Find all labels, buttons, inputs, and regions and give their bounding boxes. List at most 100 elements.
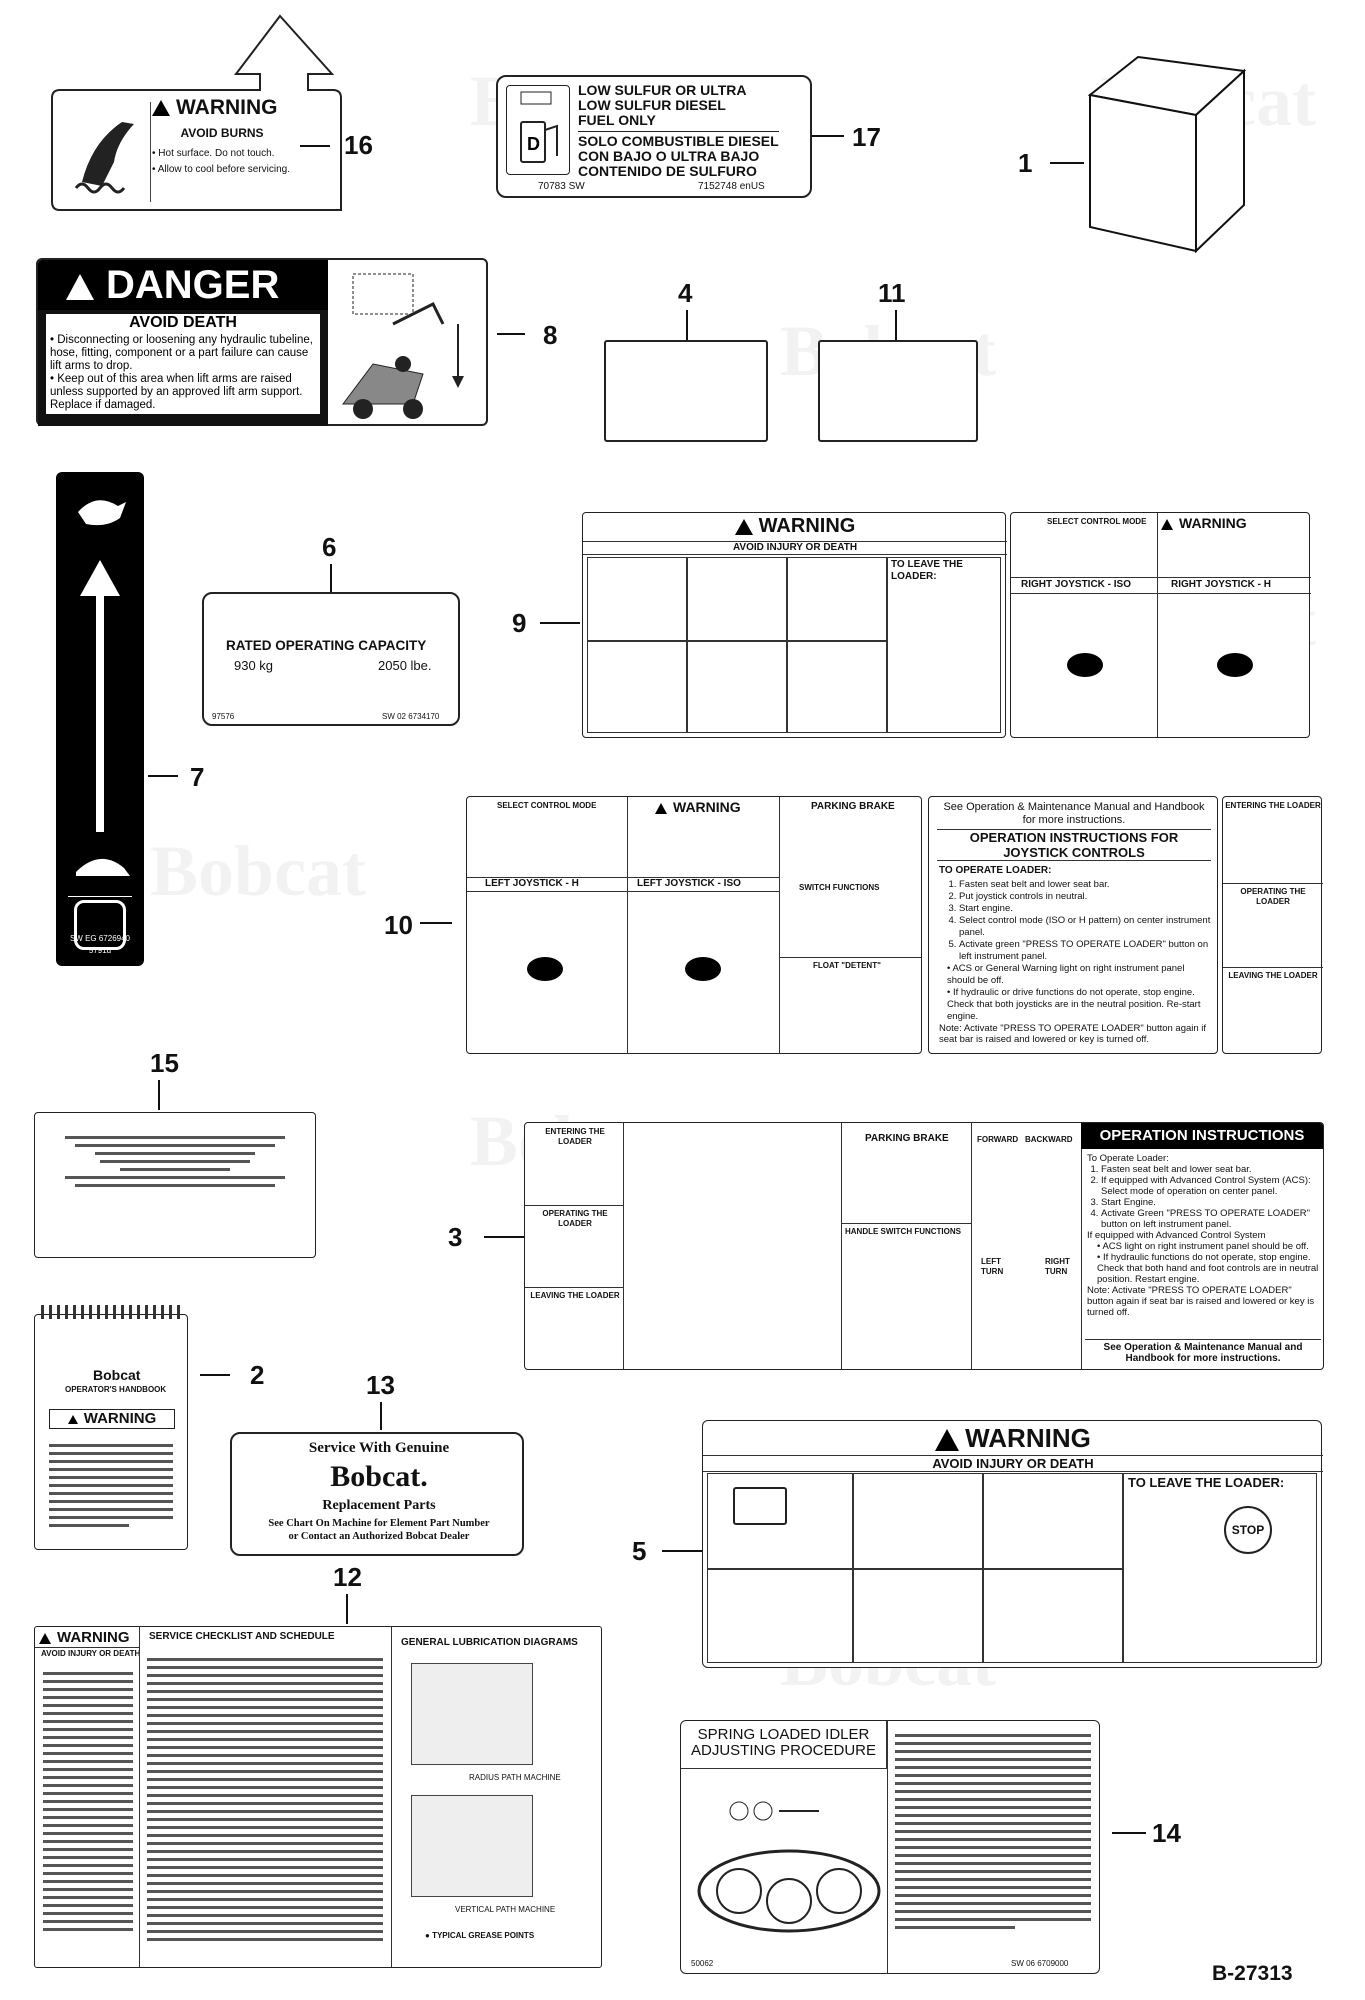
decal3-see: See Operation & Maintenance Manual and H… [1085, 1339, 1321, 1364]
decal3-entering: ENTERING THE LOADER [545, 1127, 605, 1146]
decal-5: WARNING AVOID INJURY OR DEATH TO LEAVE T… [702, 1420, 1323, 1668]
danger-header: DANGER [106, 263, 280, 307]
danger-bullet-1: Disconnecting or loosening any hydraulic… [50, 334, 313, 372]
decal-3: ENTERING THE LOADER OPERATING THE LOADER… [524, 1122, 1324, 1370]
book-icon [733, 1487, 787, 1525]
decal3-forward: FORWARD [977, 1135, 1019, 1144]
decal14-title2: ADJUSTING PROCEDURE [690, 1742, 877, 1759]
decal12-lube: GENERAL LUBRICATION DIAGRAMS [401, 1637, 578, 1648]
decal3-park: PARKING BRAKE [865, 1133, 949, 1144]
decal10-select: SELECT CONTROL MODE [497, 801, 597, 810]
operators-handbook: Bobcat OPERATOR'S HANDBOOK WARNING [34, 1305, 188, 1550]
bobcat-logo: Bobcat. [330, 1460, 428, 1493]
decal5-leave: TO LEAVE THE LOADER: [1128, 1475, 1285, 1490]
decal-10-right: ENTERING THE LOADER OPERATING THE LOADER… [1222, 796, 1323, 1054]
decal-16-outline [51, 14, 342, 211]
burn-bullet-1: Hot surface. Do not touch. [158, 148, 275, 159]
decal10-see: See Operation & Maintenance Manual and H… [943, 801, 1205, 826]
vertical-path-diagram [411, 1795, 533, 1897]
decal-9-right: SELECT CONTROL MODE WARNING RIGHT JOYSTI… [1010, 512, 1311, 738]
service-line1: Service With Genuine [308, 1440, 450, 1456]
handbook-title: OPERATOR'S HANDBOOK [65, 1385, 167, 1394]
decal12-warning: WARNING [57, 1629, 130, 1646]
decal12-checklist: SERVICE CHECKLIST AND SCHEDULE [149, 1631, 335, 1642]
decal12-grease: TYPICAL GREASE POINTS [432, 1931, 535, 1940]
decal-12: WARNING AVOID INJURY OR DEATH SERVICE CH… [34, 1626, 602, 1968]
avoid-death-title: AVOID DEATH [46, 314, 320, 332]
decal3-step: If equipped with Advanced Control System… [1101, 1175, 1319, 1197]
decal10-step: Start engine. [959, 903, 1221, 915]
callout-11: 11 [878, 278, 906, 308]
callout-17: 17 [852, 122, 881, 152]
decal-15 [34, 1112, 316, 1258]
fuel-code-right: 7152748 enUS [698, 181, 765, 192]
decal3-handle: HANDLE SWITCH FUNCTIONS [845, 1227, 961, 1236]
decal-7: SW EG 6726940 5791d [56, 472, 144, 966]
callout-10: 10 [384, 910, 413, 940]
svg-text:D: D [527, 134, 540, 154]
arrow-up-icon [80, 560, 120, 596]
burn-hand-icon [62, 102, 151, 202]
decal10-tooperate: TO OPERATE LOADER: [939, 865, 1052, 876]
callout-13: 13 [366, 1370, 395, 1400]
rabbit-icon [78, 500, 126, 526]
callout-9: 9 [512, 608, 527, 638]
decal3-right: RIGHT TURN [1045, 1257, 1070, 1276]
fuel-line-6: CONTENIDO DE SULFURO [578, 163, 757, 179]
service-line4: or Contact an Authorized Bobcat Dealer [288, 1531, 470, 1542]
decal3-step: Activate Green "PRESS TO OPERATE LOADER"… [1101, 1208, 1319, 1230]
avoid-burns-title: AVOID BURNS [180, 126, 264, 140]
fuel-line-3: FUEL ONLY [578, 112, 656, 128]
decal3-tooperate: To Operate Loader: [1087, 1153, 1169, 1164]
decal-9-left: WARNING AVOID INJURY OR DEATH TO LEAVE T… [582, 512, 1007, 738]
decal10-operating: OPERATING THE LOADER [1240, 887, 1306, 906]
decal9-h: RIGHT JOYSTICK - H [1171, 579, 1272, 590]
decal3-step: Start Engine. [1101, 1197, 1319, 1208]
rated-capacity-lbs: 2050 lbe. [378, 658, 432, 673]
turtle-icon [76, 858, 130, 876]
decal5-warning: WARNING [965, 1423, 1091, 1453]
decal10-opinst: OPERATION INSTRUCTIONS FOR JOYSTICK CONT… [937, 829, 1211, 861]
stop-icon: STOP [1224, 1506, 1272, 1554]
decal-11-blank [818, 340, 978, 442]
callout-3: 3 [448, 1222, 463, 1252]
decal-13: Service With Genuine Bobcat. Replacement… [230, 1432, 524, 1556]
rated-code-right: SW 02 6734170 [382, 712, 440, 721]
decal-6: RATED OPERATING CAPACITY 930 kg 2050 lbe… [202, 592, 460, 726]
decal10-switch: SWITCH FUNCTIONS [799, 883, 880, 892]
decal10-leftiso: LEFT JOYSTICK - ISO [637, 878, 741, 889]
service-line2: Replacement Parts [322, 1498, 436, 1513]
decal10-step: Activate green "PRESS TO OPERATE LOADER"… [959, 939, 1221, 963]
decal9-subtitle: AVOID INJURY OR DEATH [583, 541, 1007, 555]
callout-4: 4 [678, 278, 693, 308]
decal10-leaving: LEAVING THE LOADER [1228, 971, 1318, 980]
fuel-line-1: LOW SULFUR OR ULTRA [578, 82, 747, 98]
decal-14: SPRING LOADED IDLER ADJUSTING PROCEDURE … [680, 1720, 1100, 1974]
decal9-select: SELECT CONTROL MODE [1047, 517, 1147, 526]
decal10-warn: WARNING [673, 799, 741, 815]
callout-7: 7 [190, 762, 205, 792]
decal12-radius: RADIUS PATH MACHINE [469, 1773, 561, 1782]
decal10-note2: If hydraulic or drive functions do not o… [947, 987, 1201, 1022]
fuel-code-left: 70783 SW [538, 181, 585, 192]
warning-header: WARNING [176, 96, 278, 119]
decal9-leave: TO LEAVE THE LOADER: [891, 559, 963, 582]
handbook-brand: Bobcat [93, 1367, 141, 1383]
decal9-warning: WARNING [758, 515, 856, 537]
decal12-avoid: AVOID INJURY OR DEATH [41, 1649, 141, 1658]
callout-5: 5 [632, 1536, 647, 1566]
decal7-code1: SW EG 6726940 [69, 934, 131, 943]
callout-1: 1 [1018, 148, 1033, 178]
decal9-iso: RIGHT JOYSTICK - ISO [1021, 579, 1132, 590]
rated-capacity-kg: 930 kg [234, 658, 274, 673]
fuel-line-4: SOLO COMBUSTIBLE DIESEL [578, 131, 779, 149]
danger-bullet-2: Keep out of this area when lift arms are… [50, 373, 303, 411]
idler-belt-diagram [697, 1801, 881, 1933]
decal3-acs2: If hydraulic functions do not operate, s… [1097, 1252, 1319, 1285]
decal12-vertical: VERTICAL PATH MACHINE [455, 1905, 556, 1914]
decal-10-left: SELECT CONTROL MODE WARNING PARKING BRAK… [466, 796, 922, 1054]
callout-6: 6 [322, 532, 337, 562]
decal-17: D LOW SULFUR OR ULTRA LOW SULFUR DIESEL … [496, 75, 812, 198]
service-line3: See Chart On Machine for Element Part Nu… [268, 1518, 490, 1529]
callout-14: 14 [1152, 1818, 1181, 1848]
